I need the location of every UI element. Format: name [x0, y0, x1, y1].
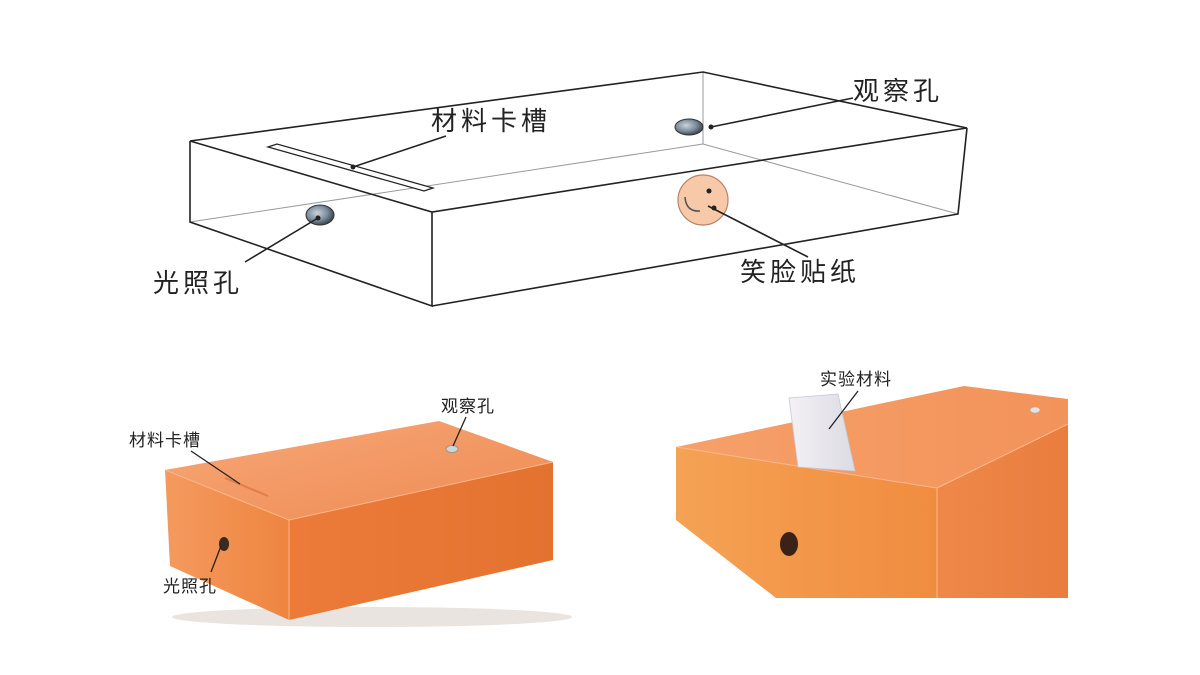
photo-left-shadow	[172, 607, 572, 627]
photo-right-leader-line	[828, 390, 859, 430]
photo-left-top-face	[165, 421, 553, 520]
photo-left-light-hole	[219, 537, 229, 551]
schematic-observation-hole	[674, 118, 704, 136]
photo-left-side-face	[289, 462, 553, 620]
schematic-slot-label: 材料卡槽	[431, 107, 551, 137]
photo-right-front-face	[676, 447, 937, 598]
schematic-leader-dots	[315, 124, 714, 221]
schematic-outline	[189, 71, 968, 308]
schematic-light-label: 光照孔	[153, 269, 243, 299]
photo-left-slot	[224, 477, 269, 497]
schematic-box: 材料卡槽 观察孔 光照孔 笑脸贴纸	[153, 71, 968, 308]
smiley-sticker-icon	[677, 174, 729, 226]
photo-left-light-label: 光照孔	[163, 577, 217, 597]
photo-left-edges	[164, 461, 554, 620]
photo-right-top-face	[676, 386, 1068, 488]
photo-right-observation-hole	[1029, 406, 1041, 414]
photo-box-left: 材料卡槽 观察孔 光照孔	[129, 397, 572, 627]
schematic-light-hole	[305, 204, 335, 226]
schematic-hidden-edges	[189, 72, 959, 223]
photo-box-right: 实验材料	[675, 370, 1069, 598]
schematic-observation-label: 观察孔	[853, 77, 943, 107]
schematic-material-slot	[265, 143, 436, 192]
schematic-leader-lines	[244, 97, 854, 263]
photo-left-slot-label: 材料卡槽	[129, 431, 201, 451]
schematic-smiley-label: 笑脸贴纸	[740, 258, 860, 288]
photo-left-leader-lines	[190, 416, 467, 573]
photo-left-observation-label: 观察孔	[441, 397, 495, 417]
photo-right-side-face	[937, 424, 1068, 598]
photo-right-material-label: 实验材料	[820, 370, 892, 390]
photo-right-light-hole	[780, 532, 798, 556]
photo-left-observation-hole	[445, 445, 459, 453]
experiment-material-sheet	[788, 393, 856, 472]
